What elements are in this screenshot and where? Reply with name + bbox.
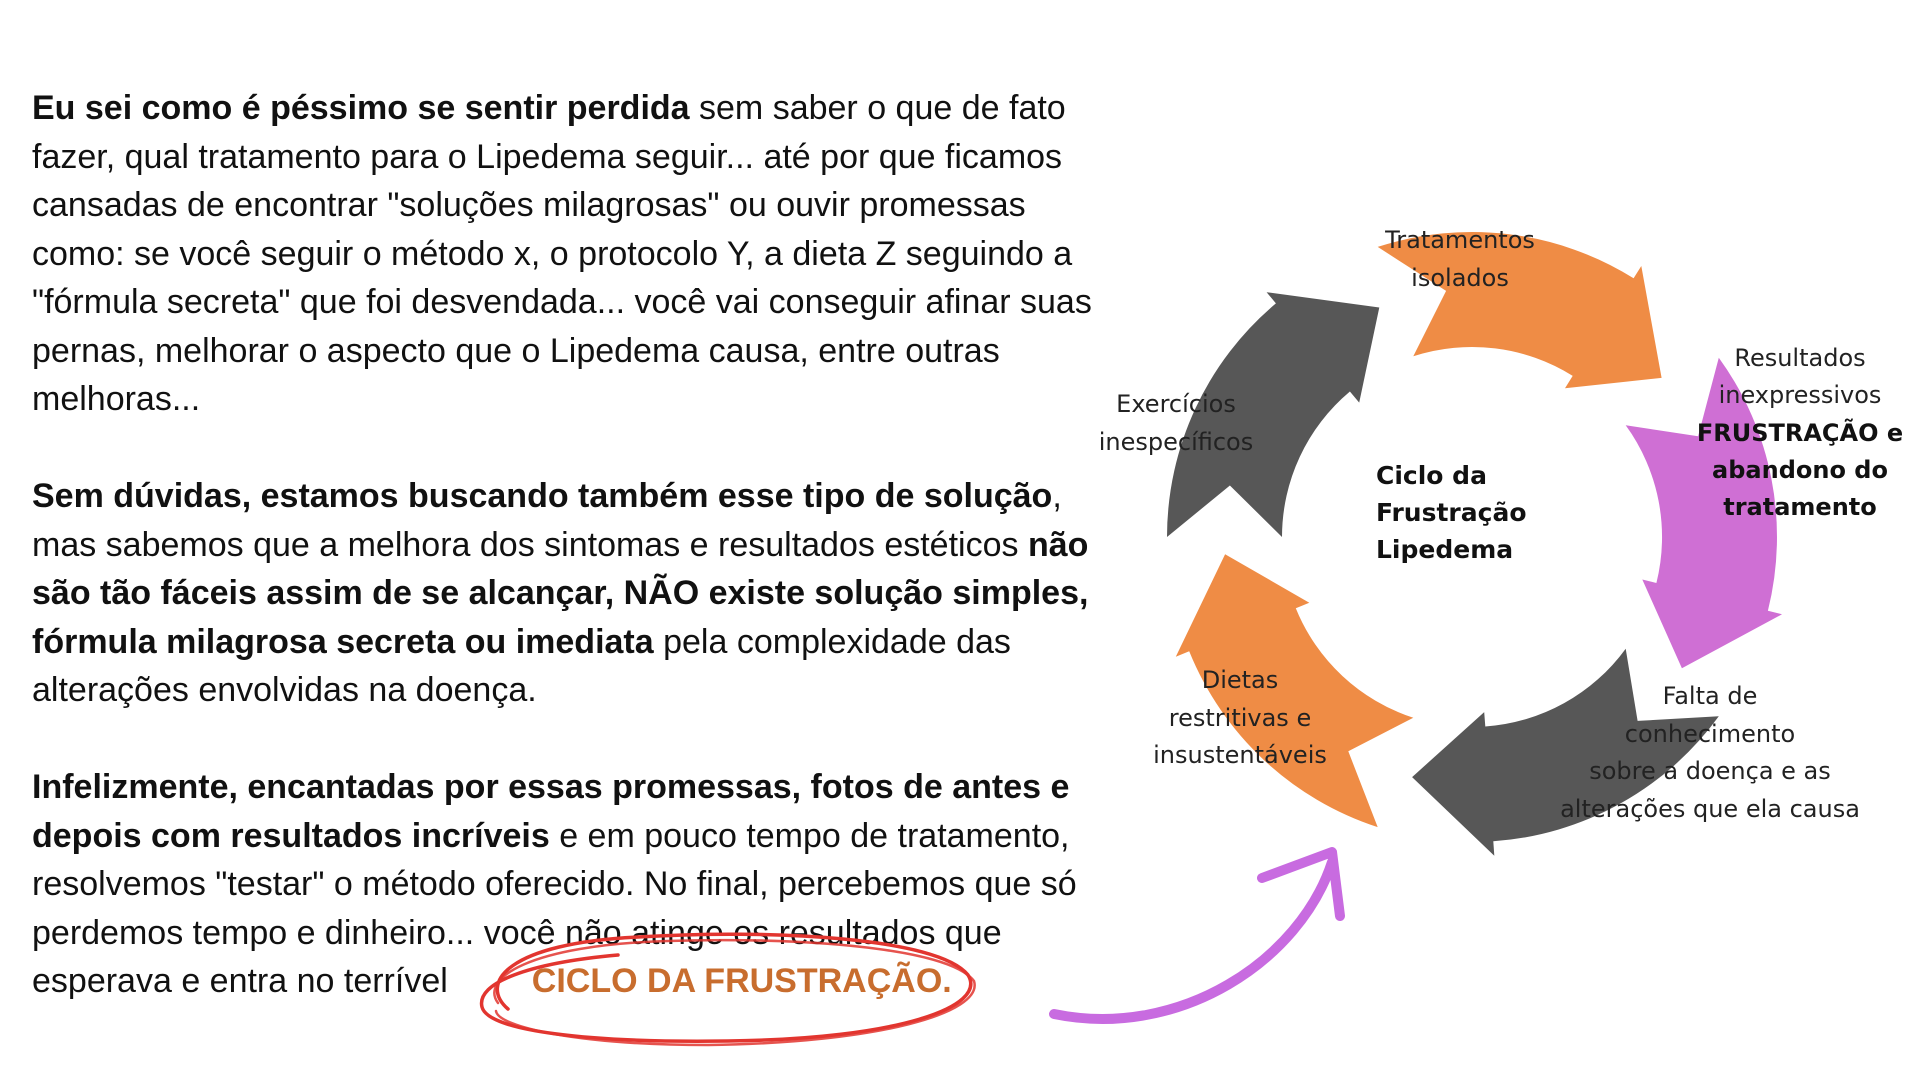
step-label-line: abandono do	[1712, 456, 1888, 484]
step-label-line: Exercícios	[1116, 390, 1236, 418]
step-label-line: insustentáveis	[1153, 741, 1327, 769]
paragraph-3: Infelizmente, encantadas por essas prome…	[32, 763, 1092, 1047]
highlight-callout: CICLO DA FRUSTRAÇÃO.	[479, 932, 976, 1047]
step-label-line: Tratamentos	[1384, 226, 1535, 254]
step-label-line: sobre a doença e as	[1589, 757, 1831, 785]
arrow-purple-right-icon	[1625, 357, 1782, 669]
step-label-falta-conhecimento: Falta de conhecimento sobre a doença e a…	[1560, 682, 1860, 823]
center-line-2: Frustração	[1376, 498, 1527, 527]
highlight-text: CICLO DA FRUSTRAÇÃO.	[531, 962, 952, 1000]
bold-run: Infelizmente, encantadas por essas prome…	[32, 768, 1070, 855]
pointer-arrow-icon	[1049, 857, 1337, 1024]
center-line-1: Ciclo da	[1376, 461, 1487, 490]
pointer-arrowhead-icon	[1257, 847, 1345, 921]
step-label-line: Resultados	[1734, 344, 1865, 372]
arrow-gray-bottom-icon	[1412, 648, 1719, 856]
text-column: Eu sei como é péssimo se sentir perdida …	[32, 84, 1092, 1047]
text-run: pela complexidade das alterações envolvi…	[32, 622, 1011, 710]
step-label-line: restritivas e	[1169, 704, 1311, 732]
step-label-dietas: Dietas restritivas e insustentáveis	[1153, 666, 1327, 769]
step-label-tratamentos: Tratamentos isolados	[1384, 226, 1535, 292]
step-label-line: alterações que ela causa	[1560, 795, 1860, 823]
step-label-resultados: Resultados inexpressivos FRUSTRAÇÃO e ab…	[1697, 344, 1903, 521]
step-label-line: Dietas	[1202, 666, 1279, 694]
step-label-line: Falta de	[1663, 682, 1758, 710]
bold-run: Sem dúvidas, estamos buscando também ess…	[32, 477, 1053, 515]
step-label-exercicios: Exercícios inespecíficos	[1099, 390, 1254, 456]
step-label-line: inespecíficos	[1099, 428, 1254, 456]
bold-run: não são tão fáceis assim de se alcançar,…	[32, 525, 1089, 661]
arrow-gray-upper-left-icon	[1167, 292, 1380, 537]
step-label-line: tratamento	[1723, 493, 1877, 521]
center-line-3: Lipedema	[1376, 535, 1513, 564]
step-label-line: isolados	[1411, 264, 1509, 292]
diagram-center-label: Ciclo da Frustração Lipedema	[1376, 461, 1527, 564]
bold-run: Eu sei como é péssimo se sentir perdida	[32, 89, 690, 127]
step-label-line: inexpressivos	[1719, 381, 1882, 409]
arrow-orange-top-icon	[1377, 231, 1662, 389]
paragraph-2: Sem dúvidas, estamos buscando também ess…	[32, 472, 1092, 715]
paragraph-1: Eu sei como é péssimo se sentir perdida …	[32, 84, 1092, 424]
step-label-line: FRUSTRAÇÃO e	[1697, 418, 1903, 447]
arrow-orange-left-icon	[1175, 554, 1414, 828]
text-run: , mas sabemos que a melhora dos sintomas…	[32, 477, 1062, 564]
cycle-arrows	[1167, 231, 1782, 856]
step-label-line: conhecimento	[1625, 720, 1795, 748]
text-run: sem saber o que de fato fazer, qual trat…	[32, 89, 1092, 418]
